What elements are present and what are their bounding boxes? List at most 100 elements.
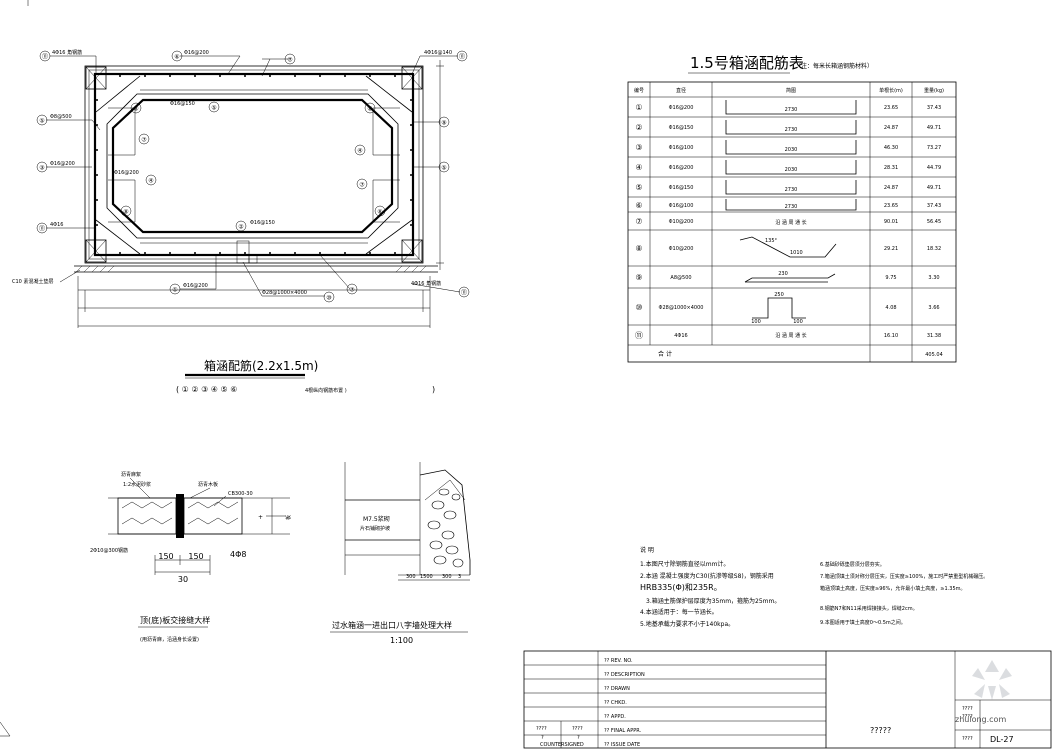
total-weight: 405.04 (925, 352, 943, 358)
note-left-4: 4.本涵适用于：每一节涵长。 (640, 608, 718, 616)
row6-wt: 37.43 (927, 203, 941, 209)
row2-len: 24.87 (884, 125, 898, 131)
note-left-0: 1.本图尺寸除钢筋直径以mm计。 (640, 560, 729, 568)
wingwall-detail-scale: 1:100 (390, 636, 413, 645)
row10-wt: 3.66 (928, 305, 939, 311)
label-b4-inner: Φ16@200 (114, 170, 139, 176)
wingwall-detail: M7.5浆砌 片石铺砌护坡 300 1500 300 3 过水箱涵一进出口八字墙… (330, 462, 471, 645)
row11-no: ⑪ (635, 331, 643, 340)
row7-len: 90.01 (884, 219, 898, 225)
row8-no: ⑧ (635, 244, 642, 253)
svg-text:⑪: ⑪ (42, 53, 48, 61)
tb-row-6: ?? ISSUE DATE (604, 742, 640, 748)
label-b2-inner: Φ16@150 (250, 220, 275, 226)
row6-dim: 2730 (785, 204, 798, 210)
row5-dim: 2730 (785, 187, 798, 193)
tb-small-1: ???? (962, 714, 973, 720)
jd-label-2: 沥青木板 (198, 481, 218, 488)
th-no: 编号 (634, 87, 644, 94)
label-b3-left: Φ16@200 (50, 161, 75, 167)
row4-dim: 2030 (785, 167, 798, 173)
row4-len: 28.31 (884, 165, 898, 171)
row3-wt: 73.27 (927, 145, 941, 151)
th-sketch: 简图 (786, 87, 796, 94)
row11-dia: 4Φ16 (674, 333, 687, 339)
row10-no: ⑩ (635, 303, 642, 312)
svg-text:②: ② (238, 224, 244, 231)
tb-row-2: ?? DRAWN (604, 686, 630, 692)
ww-label-5: 3 (458, 574, 461, 580)
svg-text:⑤: ⑤ (211, 105, 216, 112)
svg-text:+: + (258, 514, 263, 521)
row7-dim: 沿 涵 周 通 长 (775, 219, 806, 226)
row7-dia: Φ10@200 (669, 219, 694, 225)
notes-block: 说 明 1.本图尺寸除钢筋直径以mm计。 2.本涵 混凝土强度为C30(抗渗等级… (640, 546, 988, 628)
row7-wt: 56.45 (927, 219, 941, 225)
jd-label-3: CB300-30 (228, 491, 253, 497)
row8-dia: Φ10@200 (669, 246, 694, 252)
corner-mark (0, 721, 11, 737)
row9-dim: 230 (778, 271, 788, 277)
row11-dim: 沿 涵 周 通 长 (775, 332, 806, 339)
row2-dia: Φ16@150 (669, 125, 694, 131)
tb-left-3: ? (577, 735, 580, 741)
row1-dim: 2730 (785, 107, 798, 113)
svg-text:④: ④ (148, 178, 153, 185)
label-br-bottom: 4Φ16 角钢筋 (411, 280, 441, 287)
row5-len: 24.87 (884, 185, 898, 191)
tb-row-5: ?? FINAL APPR. (604, 728, 642, 734)
row5-dia: Φ16@150 (669, 185, 694, 191)
note-left-5: 5.地基承载力要求不小于140kpa。 (640, 620, 734, 628)
row4-no: ④ (635, 163, 642, 172)
tb-row-3: ?? CHKD. (604, 700, 627, 706)
row8-dim: 1010 (790, 250, 803, 256)
zhulong-logo-icon (972, 660, 1012, 700)
svg-text:⑦: ⑦ (287, 57, 293, 64)
jd-label-1: 1:2水泥砂浆 (123, 481, 151, 488)
row11-wt: 31.38 (927, 333, 941, 339)
svg-text:⑧: ⑧ (367, 106, 372, 113)
jd-label-4: 2Φ10@300钢筋 (90, 547, 128, 554)
box-culvert-section: ⑪ ⑥ ⑦ ⑪ ⑤ ③ ⑪ ⑨ ⑤ ① ⑩ ⑦ ⑪ ⑧ ⑦ ④ ⑧ ⑤ ② ⑧ … (12, 49, 470, 394)
row10-len: 4.08 (885, 305, 896, 311)
label-b1-bottom: Φ16@200 (183, 283, 208, 289)
note-right-0: 6.基础砂砾垫层须分层夯实。 (820, 561, 885, 568)
row3-len: 46.30 (884, 145, 898, 151)
row5-wt: 49.71 (927, 185, 941, 191)
row6-no: ⑥ (635, 201, 642, 210)
row8-len: 29.21 (884, 246, 898, 252)
svg-text:⑦: ⑦ (349, 287, 355, 294)
svg-text:⑪: ⑪ (39, 225, 45, 233)
svg-text:⑦: ⑦ (141, 137, 147, 144)
ww-label-0: M7.5浆砌 (363, 515, 390, 523)
row10-dim: 250 (774, 292, 784, 298)
note-left-1: 2.本涵 混凝土强度为C30(抗渗等级S8)，钢筋采用 (640, 572, 774, 580)
svg-text:): ) (432, 385, 435, 394)
watermark-text: zhulong.com (955, 715, 1006, 724)
joint-detail-title: 顶(底)板交接缝大样 (140, 615, 210, 625)
row1-no: ① (635, 103, 642, 112)
label-b4-right: 4Φ16@140 (424, 50, 452, 56)
wingwall-detail-title: 过水箱涵一进出口八字墙处理大样 (332, 620, 452, 630)
row4-dia: Φ16@200 (669, 165, 694, 171)
jd-label-8: 30 (178, 575, 188, 584)
label-c10: C10 素混凝土垫层 (12, 278, 53, 285)
svg-text:⑥: ⑥ (174, 54, 179, 61)
jd-label-7: 150 (188, 552, 203, 561)
table-title: 1.5号箱涵配筋表 (690, 54, 804, 72)
row6-dia: Φ16@100 (669, 203, 694, 209)
row2-no: ② (635, 123, 642, 132)
label-b1-tl: 4Φ16 角钢筋 (52, 49, 82, 56)
svg-text:⑧: ⑧ (123, 209, 128, 216)
th-dia: 直径 (676, 87, 686, 94)
row3-dim: 2030 (785, 147, 798, 153)
label-b5-inner: Φ16@150 (170, 101, 195, 107)
svg-text:⑦: ⑦ (359, 182, 365, 189)
label-b10-bottom: Φ28@1000×4000 (262, 290, 307, 296)
tb-center: ????? (870, 726, 891, 735)
note-right-3: 8.钢筋N7和N11采用焊接接头，焊缝2cm。 (820, 605, 918, 612)
rebar-dots (96, 75, 412, 254)
tb-small-2: ???? (962, 736, 973, 742)
row1-dia: Φ16@200 (669, 105, 694, 111)
main-drawing-subtitle-left: ( ① ② ③ ④ ⑤ ⑥ (176, 385, 237, 394)
